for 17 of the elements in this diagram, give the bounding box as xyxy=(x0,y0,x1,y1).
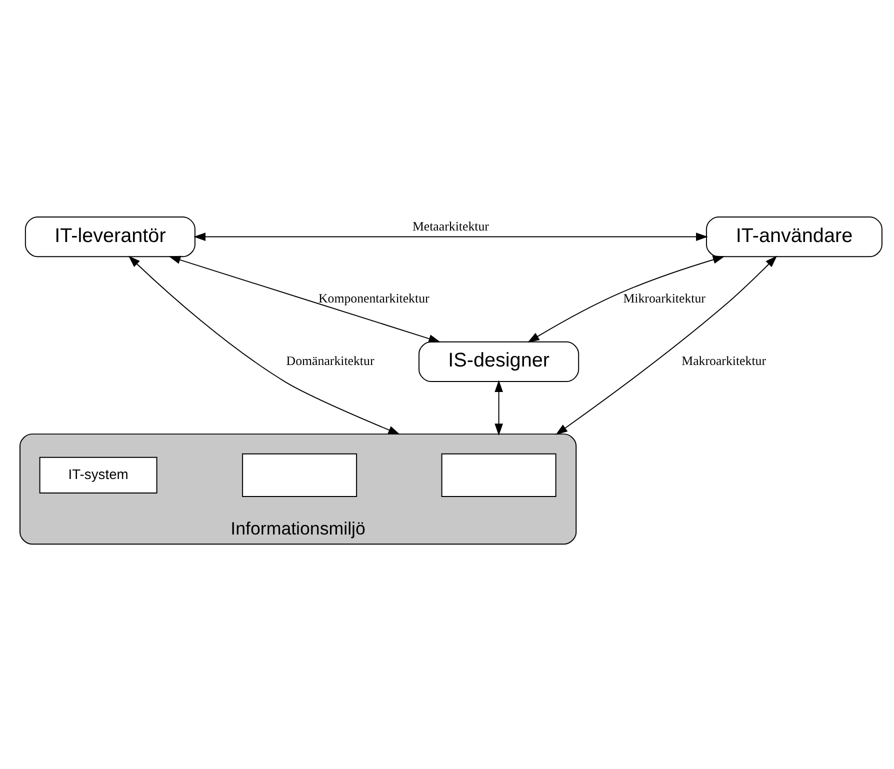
node-box: IT-användare xyxy=(706,216,882,258)
arrow xyxy=(494,380,503,436)
arrow xyxy=(527,256,725,343)
arrow xyxy=(556,256,778,435)
edge-label: Domänarkitektur xyxy=(286,354,374,368)
edge-label: Metaarkitektur xyxy=(412,219,489,234)
edge-label: Mikroarkitektur xyxy=(623,292,706,306)
node-box xyxy=(441,453,556,498)
arrow xyxy=(128,256,400,435)
edge-label: Komponentarkitektur xyxy=(318,292,430,306)
node-box: IT-leverantör xyxy=(24,216,196,258)
node-box: IT-system xyxy=(39,456,158,494)
arrow xyxy=(168,256,441,343)
node-box: IS-designer xyxy=(418,341,580,382)
edge-label: Makroarkitektur xyxy=(682,354,766,368)
node-box xyxy=(242,453,358,498)
arrow xyxy=(194,232,708,241)
